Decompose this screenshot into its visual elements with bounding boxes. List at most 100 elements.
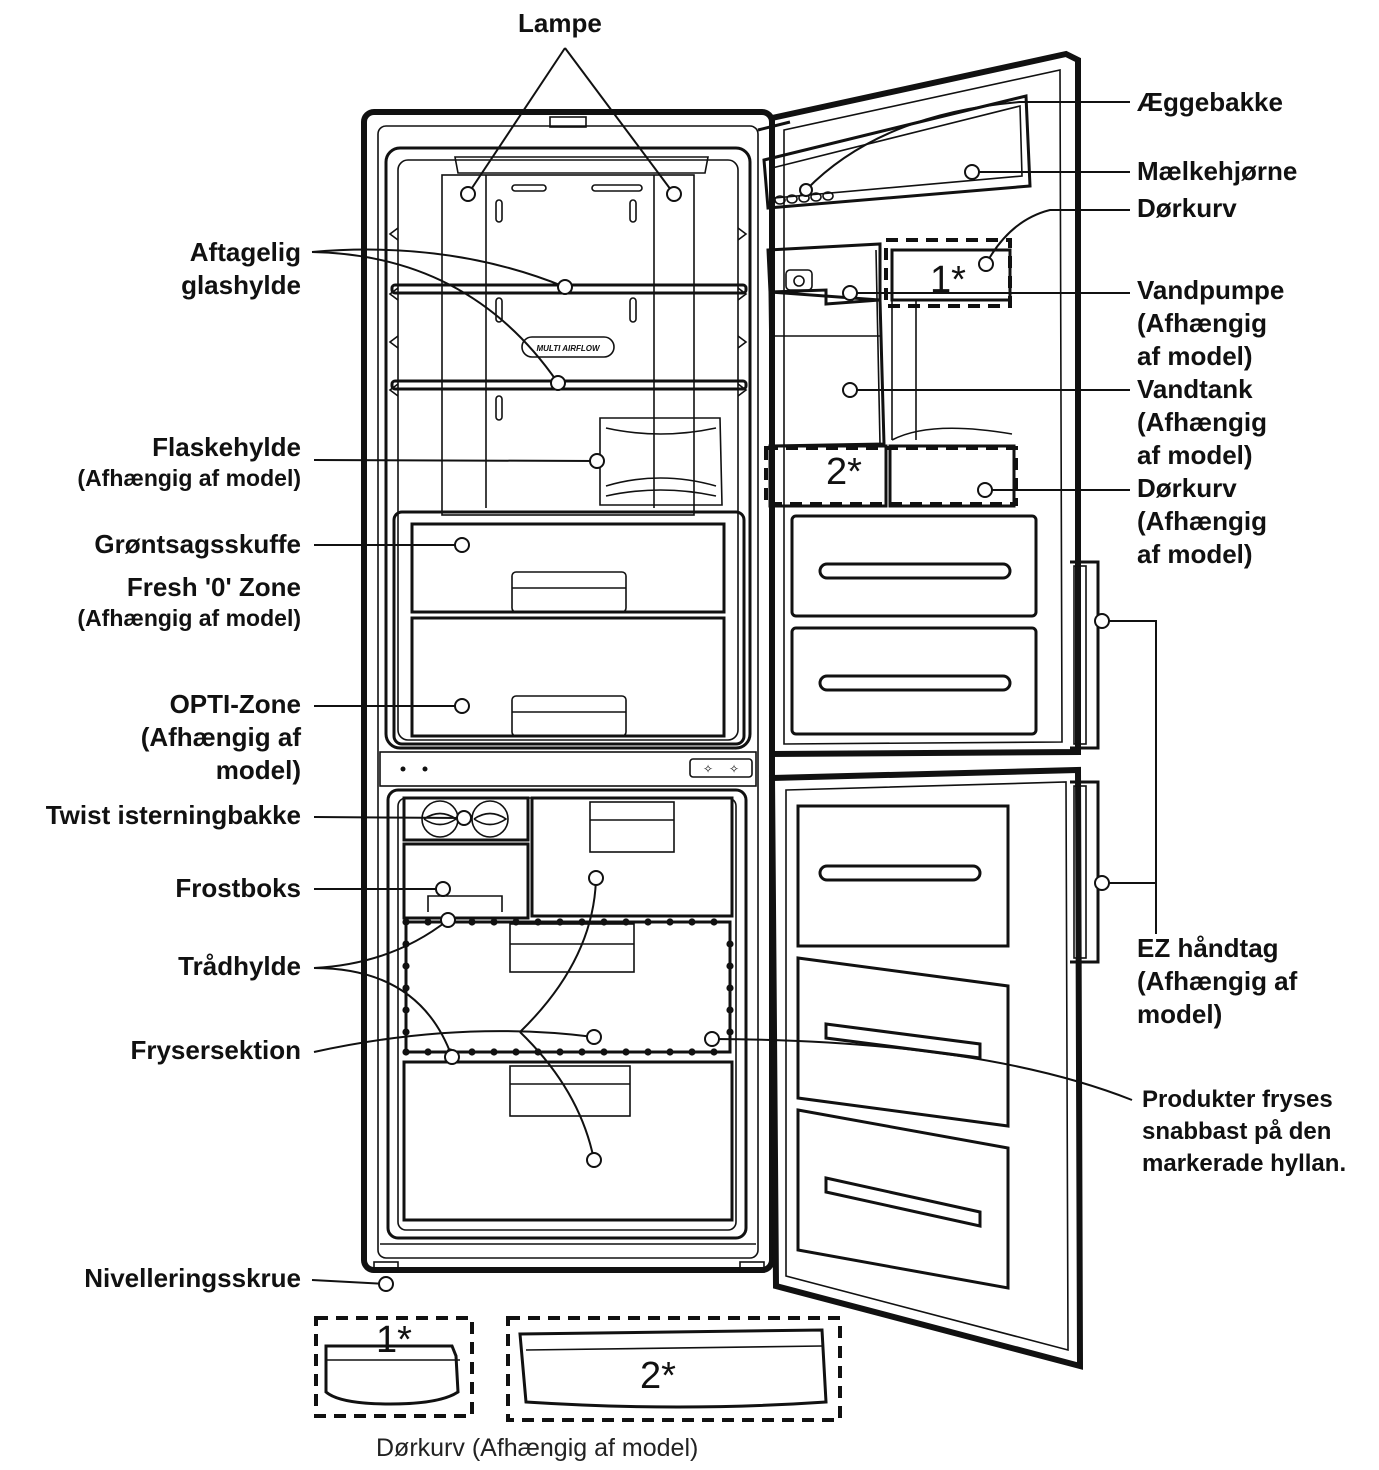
wire-shelf-dot (490, 1048, 498, 1056)
wire-shelf-dot (424, 1048, 432, 1056)
wire-shelf-dot (512, 918, 520, 926)
label-ez-line2: (Afhængig af (1137, 966, 1298, 996)
wire-shelf-dot (666, 1048, 674, 1056)
label-vandpumpe-line2: (Afhængig (1137, 308, 1267, 338)
label-dorkurv2-line2: (Afhængig (1137, 506, 1267, 536)
label-grontsagsskuffe: Grøntsagsskuffe (94, 529, 301, 559)
label-produkter-line3: markerade hyllan. (1142, 1150, 1347, 1177)
callout-dot-door-bin-2 (977, 482, 993, 498)
wire-shelf-dot (424, 918, 432, 926)
wire-shelf-dot (726, 962, 734, 970)
label-dorkurv-lower: Dørkurv (Afhængig af model) (1137, 472, 1267, 571)
label-vandpumpe-line3: af model) (1137, 341, 1253, 371)
label-aftagelig-line1: Aftagelig (189, 237, 301, 267)
label-ez-line1: EZ håndtag (1137, 933, 1279, 963)
label-vandtank-line1: Vandtank (1137, 374, 1253, 404)
label-vandtank: Vandtank (Afhængig af model) (1137, 373, 1267, 472)
callout-dot-handle-top (1094, 613, 1110, 629)
label-ez-handtag: EZ håndtag (Afhængig af model) (1137, 932, 1297, 1031)
wire-shelf-dot (666, 918, 674, 926)
freezer-door (768, 766, 1100, 1370)
label-tradhylde: Trådhylde (178, 951, 301, 981)
leader-lines (311, 47, 1157, 1285)
callout-dot-freezer-1 (588, 870, 604, 886)
wire-shelf-dot (468, 1048, 476, 1056)
label-lampe: Lampe (518, 8, 602, 38)
wire-shelf-dot (644, 1048, 652, 1056)
wire-shelf-dot (726, 940, 734, 948)
label-produkter-line2: snabbast på den (1142, 1118, 1332, 1145)
wire-shelf-dot (512, 1048, 520, 1056)
marker-1-spare: 1* (376, 1319, 412, 1361)
wire-shelf-dot (402, 984, 410, 992)
label-flaskehylde-title: Flaskehylde (152, 432, 301, 462)
label-opti-line2: (Afhængig af (140, 722, 301, 752)
callout-dot-bottle-rack (589, 453, 605, 469)
callout-dot-crisper (454, 537, 470, 553)
callout-dot-lamp-left (460, 186, 476, 202)
callout-dot-egg-tray (799, 183, 813, 197)
label-flaskehylde-sub: (Afhængig af model) (77, 465, 301, 491)
wire-shelf-dot (490, 918, 498, 926)
label-ez-line3: model) (1137, 999, 1223, 1029)
wire-shelf-dot (402, 1006, 410, 1014)
callout-dot-wire-shelf-2 (444, 1049, 460, 1065)
wire-shelf-dot (688, 1048, 696, 1056)
callout-dot-water-tank (842, 382, 858, 398)
callout-dot-frost-box (435, 881, 451, 897)
label-aftagelig-glashylde: Aftagelig glashylde (181, 236, 301, 302)
wire-shelf-dot (402, 918, 410, 926)
callout-dot-handle-bottom (1094, 875, 1110, 891)
wire-shelf-dot (622, 1048, 630, 1056)
callout-dot-opti-zone (454, 698, 470, 714)
label-twist: Twist isterningbakke (45, 800, 301, 830)
wire-shelf-dot (402, 1028, 410, 1036)
callout-dot-leveling-screw (378, 1276, 394, 1292)
wire-shelf-dot (578, 918, 586, 926)
label-vandtank-line2: (Afhængig (1137, 407, 1267, 437)
marker-2-door: 2* (826, 451, 862, 493)
label-fresh-sub: (Afhængig af model) (77, 605, 301, 631)
label-vandpumpe: Vandpumpe (Afhængig af model) (1137, 274, 1284, 373)
wire-shelf-dot (726, 984, 734, 992)
fridge-cabinet: MULTI AIRFLOW ✧ ✧ (361, 109, 775, 1273)
marker-2-spare: 2* (640, 1355, 676, 1397)
wire-shelf-dot (556, 918, 564, 926)
callout-dots (378, 164, 1110, 1292)
label-vandtank-line3: af model) (1137, 440, 1253, 470)
fridge-door: 1* 2* (757, 50, 1100, 758)
callout-dot-freezer-3 (586, 1152, 602, 1168)
label-dorkurv-top: Dørkurv (1137, 193, 1237, 223)
label-nivelleringsskrue: Nivelleringsskrue (84, 1263, 301, 1293)
callout-dot-shelf-1 (557, 279, 573, 295)
callout-dot-lamp-right (666, 186, 682, 202)
label-dorkurv2-line1: Dørkurv (1137, 473, 1237, 503)
wire-shelf-dot (402, 962, 410, 970)
label-fresh-zone: Fresh '0' Zone (Afhængig af model) (77, 571, 301, 632)
label-produkter-line1: Produkter fryses (1142, 1086, 1333, 1113)
wire-shelf-dot (726, 1006, 734, 1014)
wire-shelf-dot (556, 1048, 564, 1056)
wire-shelf-dot (710, 1048, 718, 1056)
marker-1-door: 1* (930, 259, 966, 301)
wire-shelf-dot (710, 918, 718, 926)
label-maelkehjorne: Mælkehjørne (1137, 156, 1298, 186)
wire-shelf-dot (468, 918, 476, 926)
callout-dot-ice-tray (456, 810, 472, 826)
callout-dot-fast-freeze (704, 1031, 720, 1047)
wire-shelf-dot (622, 918, 630, 926)
wire-shelf-dot (726, 1028, 734, 1036)
wire-shelf-dot (578, 1048, 586, 1056)
label-fresh-title: Fresh '0' Zone (126, 572, 301, 602)
label-flaskehylde: Flaskehylde (Afhængig af model) (77, 431, 301, 492)
caption-dorkurv: Dørkurv (Afhængig af model) (376, 1434, 699, 1462)
wire-shelf-dot (600, 918, 608, 926)
label-dorkurv2-line3: af model) (1137, 539, 1253, 569)
label-opti-zone: OPTI-Zone (Afhængig af model) (141, 688, 301, 787)
spare-bins: 1* 2* (314, 1316, 842, 1422)
wire-shelf-dot (644, 918, 652, 926)
wire-shelf-dot (534, 918, 542, 926)
label-opti-line1: OPTI-Zone (169, 689, 301, 719)
svg-text:✧: ✧ (729, 762, 739, 776)
